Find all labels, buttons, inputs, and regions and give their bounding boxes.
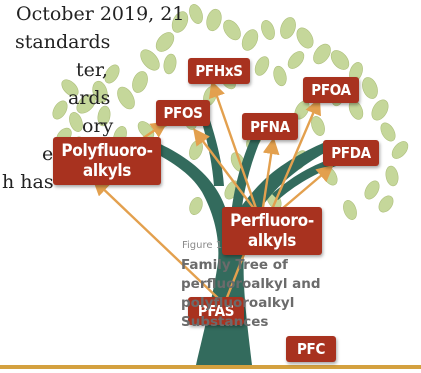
- node-pfhxs: PFHxS: [188, 58, 250, 84]
- body-text: October 2019, 21 standards ter, ards ory…: [0, 0, 184, 196]
- node-pfc: PFC: [286, 336, 336, 362]
- node-pfc-label: PFC: [296, 340, 326, 358]
- body-text-line-2: standards: [15, 31, 111, 53]
- body-text-line-4: ards: [68, 87, 111, 109]
- node-perfluoroalkyls: Perfluoro- alkyls: [222, 207, 322, 255]
- caption-line-2: perfluoroalkyl and: [181, 276, 321, 292]
- ground-line: [0, 365, 421, 369]
- node-polyfluoroalkyls: Polyfluoro- alkyls: [53, 137, 161, 185]
- node-pfna-label: PFNA: [250, 117, 290, 136]
- node-polyfluoroalkyls-line1: Polyfluoro-: [61, 141, 153, 161]
- node-pfas: PFAS: [188, 297, 244, 325]
- body-text-line-3: ter,: [76, 59, 108, 81]
- node-pfos-label: PFOS: [163, 104, 203, 122]
- body-text-line-6: e: [42, 143, 54, 165]
- node-pfoa-label: PFOA: [311, 81, 351, 99]
- body-text-line-1: October 2019, 21: [16, 3, 185, 25]
- caption-line-4: Substances: [181, 314, 269, 330]
- node-pfoa: PFOA: [303, 77, 359, 103]
- figure-caption: Family Tree of perfluoroalkyl and polyfl…: [181, 256, 321, 332]
- figure-number: Figure 1: [182, 240, 223, 251]
- node-pfda: PFDA: [323, 140, 379, 166]
- caption-line-1: Family Tree of: [181, 257, 288, 273]
- node-pfas-label: PFAS: [197, 302, 235, 320]
- body-text-line-5: ory: [82, 115, 114, 137]
- node-pfna: PFNA: [242, 113, 298, 140]
- node-perfluoroalkyls-line1: Perfluoro-: [230, 211, 314, 231]
- caption-line-3: polyfluoroalkyl: [181, 295, 295, 311]
- node-perfluoroalkyls-line2: alkyls: [247, 231, 297, 251]
- node-pfda-label: PFDA: [331, 144, 371, 162]
- node-pfhxs-label: PFHxS: [195, 62, 243, 80]
- node-polyfluoroalkyls-line2: alkyls: [82, 161, 132, 181]
- body-text-line-7: h has: [2, 171, 54, 193]
- node-pfos: PFOS: [156, 100, 210, 126]
